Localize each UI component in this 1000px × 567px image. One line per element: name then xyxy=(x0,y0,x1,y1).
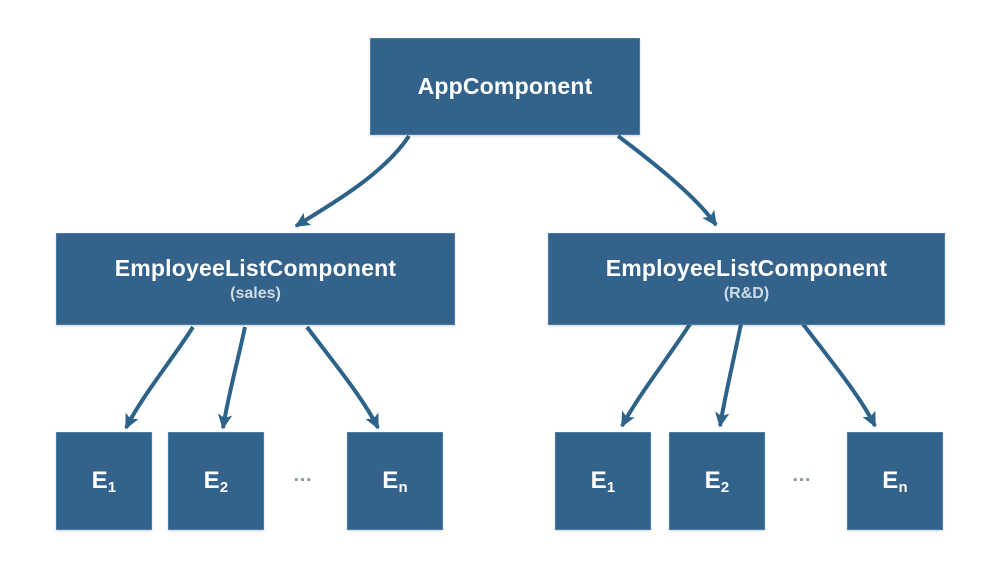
node-employee-right-n-base: E xyxy=(882,466,899,494)
ellipsis-left: ... xyxy=(293,465,313,486)
node-employee-left-1-base: E xyxy=(91,466,108,494)
node-employee-right-2-label: E2 xyxy=(704,466,730,496)
node-employee-left-2-label: E2 xyxy=(203,466,229,496)
node-employee-left-n-base: E xyxy=(382,466,399,494)
node-employee-right-n-label: En xyxy=(882,466,908,496)
node-employee-left-n-label: En xyxy=(382,466,408,496)
node-employee-list-rd-label: EmployeeListComponent xyxy=(605,254,888,281)
node-employee-right-1-base: E xyxy=(590,466,607,494)
node-employee-list-rd[interactable]: EmployeeListComponent (R&D) xyxy=(548,233,945,325)
edge-rd-to-e2 xyxy=(715,323,743,428)
node-employee-list-rd-sublabel: (R&D) xyxy=(723,284,770,302)
node-employee-right-n[interactable]: En xyxy=(847,432,943,530)
node-employee-right-1-label: E1 xyxy=(590,466,616,496)
edge-sales-to-e1 xyxy=(124,325,195,430)
ellipsis-right: ... xyxy=(792,465,812,486)
node-employee-right-1[interactable]: E1 xyxy=(555,432,651,530)
edge-app-to-rd xyxy=(616,134,718,227)
node-employee-left-2-subscript: 2 xyxy=(219,479,229,496)
node-employee-right-2-subscript: 2 xyxy=(720,479,730,496)
node-employee-right-2[interactable]: E2 xyxy=(669,432,765,530)
node-employee-left-n-subscript: n xyxy=(398,479,408,496)
node-app-component[interactable]: AppComponent xyxy=(370,38,640,135)
node-employee-left-1-subscript: 1 xyxy=(107,479,117,496)
edge-rd-to-e1 xyxy=(620,322,692,428)
node-employee-left-1-label: E1 xyxy=(91,466,117,496)
edge-sales-to-e2 xyxy=(217,326,247,430)
node-employee-right-1-subscript: 1 xyxy=(606,479,616,496)
edge-app-to-sales xyxy=(294,134,411,228)
node-employee-right-2-base: E xyxy=(704,466,721,494)
node-employee-list-sales[interactable]: EmployeeListComponent (sales) xyxy=(56,233,455,325)
node-employee-left-n[interactable]: En xyxy=(347,432,443,530)
node-employee-right-n-subscript: n xyxy=(898,479,908,496)
node-employee-list-sales-sublabel: (sales) xyxy=(230,284,281,302)
node-employee-left-2[interactable]: E2 xyxy=(168,432,264,530)
node-app-component-label: AppComponent xyxy=(417,72,593,99)
node-employee-list-sales-label: EmployeeListComponent xyxy=(114,254,397,281)
edge-rd-to-en xyxy=(801,322,877,428)
node-employee-left-1[interactable]: E1 xyxy=(56,432,152,530)
node-employee-left-2-base: E xyxy=(203,466,220,494)
edge-sales-to-en xyxy=(305,325,380,430)
